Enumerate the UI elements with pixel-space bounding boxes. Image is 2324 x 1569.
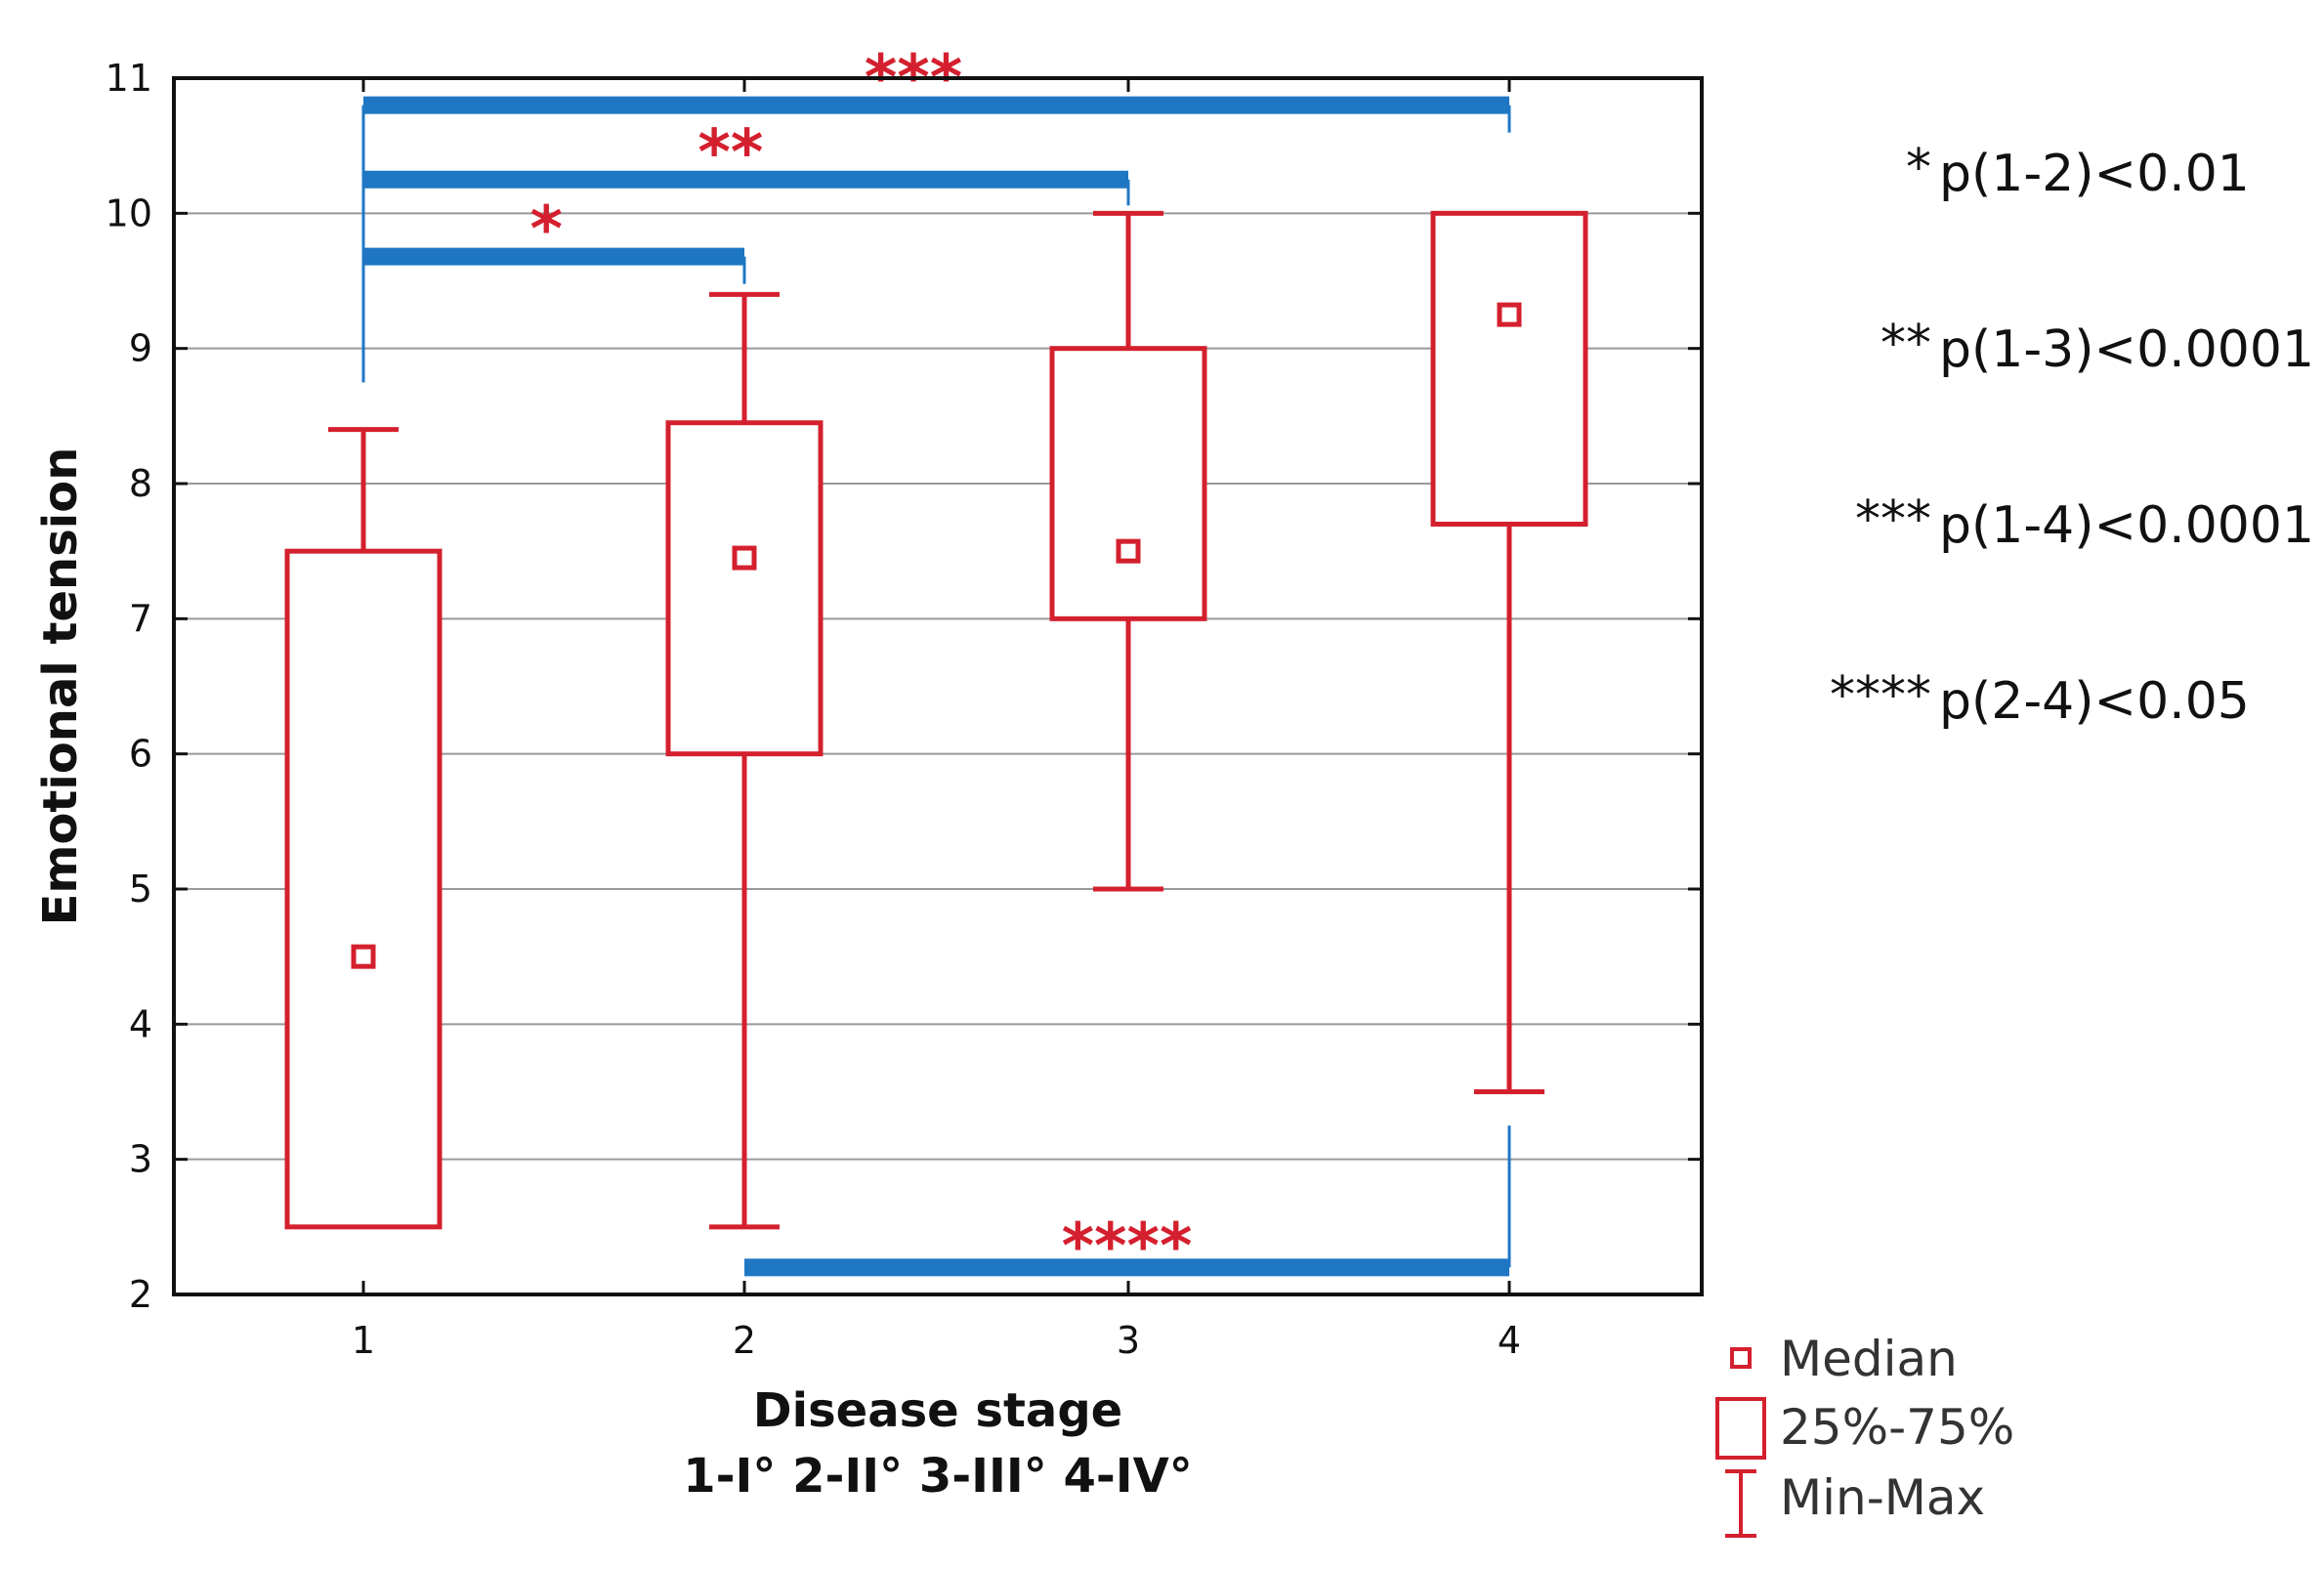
box-group: [1430, 210, 1588, 1094]
x-axis-title: Disease stage: [753, 1383, 1122, 1438]
median-marker: [1497, 302, 1522, 327]
p-value-notes: *p(1-2)<0.01 **p(1-3)<0.0001 ***p(1-4)<0.0…: [1830, 139, 2314, 731]
median-marker: [732, 545, 757, 571]
significance-stars: *: [529, 194, 562, 267]
box-group: [665, 291, 824, 1230]
y-tick-label: 4: [129, 1002, 152, 1045]
x-tick-label: 4: [1498, 1319, 1521, 1362]
bracket-bar: [744, 1258, 1509, 1277]
plot-frame: [172, 76, 1704, 1296]
significance-stars: ****: [1062, 1210, 1193, 1283]
x-tick-label: 1: [352, 1319, 375, 1362]
p-note-stars: ****: [1830, 666, 1931, 725]
significance-brackets: **********: [361, 43, 1511, 1283]
iqr-box: [665, 420, 824, 757]
y-tick-label: 2: [129, 1273, 152, 1316]
median-marker: [351, 944, 376, 969]
iqr-box: [284, 548, 443, 1230]
p-note-stars: ***: [1855, 490, 1931, 549]
bracket-bar: [363, 96, 1509, 114]
legend-label: Median: [1780, 1331, 1958, 1387]
bracket-bar: [363, 247, 744, 266]
y-tick-label: 8: [129, 462, 152, 505]
significance-stars: **: [697, 117, 763, 190]
iqr-box: [1049, 346, 1207, 621]
y-tick-label: 5: [129, 868, 152, 911]
legend-label: Min-Max: [1780, 1469, 1985, 1526]
x-tick-label: 3: [1117, 1319, 1140, 1362]
median-marker: [1116, 538, 1141, 564]
legend-box-icon: [1715, 1397, 1766, 1460]
p-note-text: p(1-3)<0.0001: [1939, 320, 2314, 379]
p-note-text: p(1-2)<0.01: [1939, 145, 2250, 203]
y-tick-label: 3: [129, 1138, 152, 1181]
legend: Median 25%-75% Min-Max: [1715, 1331, 2014, 1538]
p-note-stars: **: [1880, 315, 1931, 373]
y-tick-label: 6: [129, 733, 152, 776]
x-axis-subtitle: 1-I° 2-II° 3-III° 4-IV°: [683, 1449, 1193, 1504]
p-note-stars: *: [1906, 139, 1931, 197]
p-note-text: p(2-4)<0.05: [1939, 672, 2250, 731]
iqr-box: [1430, 210, 1588, 527]
y-axis-title: Emotional tension: [33, 447, 88, 926]
box-group: [1049, 210, 1207, 892]
legend-median-icon: [1730, 1347, 1752, 1369]
y-tick-label: 10: [106, 191, 152, 234]
y-tick-label: 11: [106, 57, 152, 100]
legend-label: 25%-75%: [1780, 1399, 2014, 1456]
y-tick-label: 9: [129, 327, 152, 370]
y-tick-label: 7: [129, 597, 152, 640]
x-tick-label: 2: [733, 1319, 756, 1362]
box-group: [284, 427, 443, 1230]
p-note-text: p(1-4)<0.0001: [1939, 496, 2314, 555]
box-series: [284, 210, 1588, 1230]
bracket-bar: [363, 170, 1128, 189]
